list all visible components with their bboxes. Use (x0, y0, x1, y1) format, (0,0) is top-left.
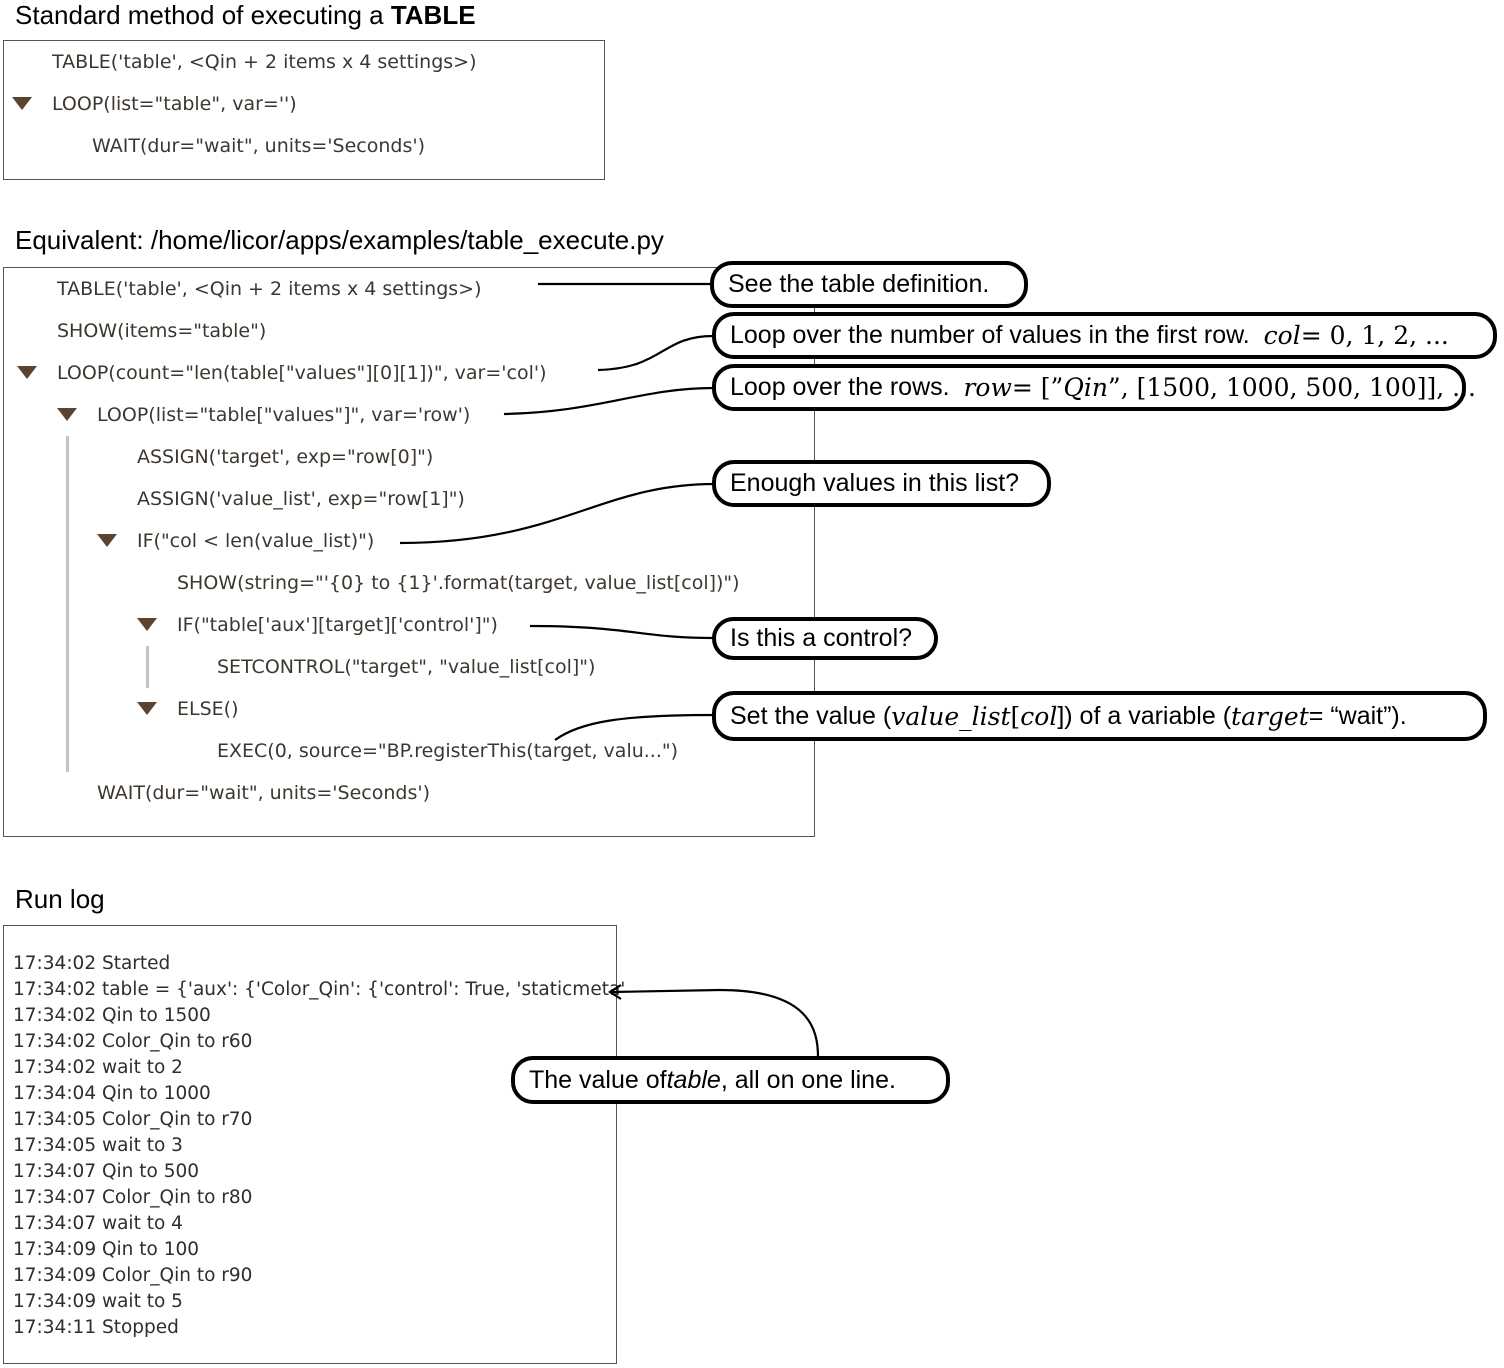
expand-triangle-icon[interactable] (57, 408, 77, 421)
program-line[interactable]: IF("table['aux'][target]['control']") (177, 614, 498, 636)
callout-italic: table (666, 1065, 721, 1094)
callout-text: Set the value ( (730, 701, 892, 730)
math-var: col (1263, 321, 1301, 350)
program-line[interactable]: SETCONTROL("target", "value_list[col]") (217, 656, 596, 678)
math-var: row (963, 373, 1012, 402)
program-line[interactable]: ELSE() (177, 698, 239, 720)
math-var: value_list (891, 701, 1011, 731)
program-line[interactable]: TABLE('table', <Qin + 2 items x 4 settin… (57, 278, 482, 300)
callout-text: ]) of a variable ( (1057, 701, 1232, 730)
log-line: 17:34:09 Qin to 100 (13, 1239, 200, 1260)
math-expr: ”, [1500, 1000, 500, 100]], ... (1107, 373, 1476, 402)
if-guide-line (146, 646, 149, 688)
math-expr: = 0, 1, 2, ... (1300, 321, 1449, 350)
expand-triangle-icon[interactable] (17, 366, 37, 379)
callout-text: = “wait”). (1308, 701, 1407, 730)
callout-table-value: The value of table, all on one line. (511, 1056, 950, 1104)
program-line[interactable]: WAIT(dur="wait", units='Seconds') (97, 782, 430, 804)
callout-set-value: Set the value (value_list[col]) of a var… (712, 691, 1487, 741)
callout-loop-count: Loop over the number of values in the fi… (712, 312, 1497, 359)
callout-table-definition: See the table definition. (710, 261, 1028, 308)
log-line: 17:34:02 table = {'aux': {'Color_Qin': {… (13, 979, 626, 1000)
program-line[interactable]: LOOP(list="table", var='') (52, 93, 297, 115)
connector-runlog (611, 988, 820, 1058)
expand-triangle-icon[interactable] (137, 618, 157, 631)
callout-is-control: Is this a control? (712, 617, 938, 660)
section1-heading: Standard method of executing a TABLE (15, 0, 476, 31)
math-var: col (1020, 701, 1058, 731)
log-line: 17:34:07 Color_Qin to r80 (13, 1187, 253, 1208)
callout-text: Loop over the rows. (730, 373, 950, 401)
callout-text: Loop over the number of values in the fi… (730, 321, 1250, 349)
log-line: 17:34:07 Qin to 500 (13, 1161, 200, 1182)
callout-loop-rows: Loop over the rows. row = [”Qin”, [1500,… (712, 364, 1476, 411)
callout-text: Is this a control? (730, 624, 913, 652)
program-line[interactable]: LOOP(list="table["values"]", var='row') (97, 404, 471, 426)
math-expr: [ (1010, 701, 1021, 731)
expand-triangle-icon[interactable] (97, 534, 117, 547)
log-line: 17:34:02 Color_Qin to r60 (13, 1031, 253, 1052)
log-line: 17:34:09 Color_Qin to r90 (13, 1265, 253, 1286)
runlog-panel (3, 925, 617, 1364)
callout-text: Enough values in this list? (730, 469, 1020, 497)
program-line[interactable]: IF("col < len(value_list)") (137, 530, 375, 552)
expand-triangle-icon[interactable] (137, 702, 157, 715)
program-line[interactable]: SHOW(items="table") (57, 320, 267, 342)
section2-heading: Equivalent: /home/licor/apps/examples/ta… (15, 225, 664, 255)
program-line[interactable]: ASSIGN('target', exp="row[0]") (137, 446, 434, 468)
log-line: 17:34:02 wait to 2 (13, 1057, 183, 1078)
log-line: 17:34:07 wait to 4 (13, 1213, 183, 1234)
callout-text: See the table definition. (728, 270, 990, 298)
program-line[interactable]: LOOP(count="len(table["values"][0][1])",… (57, 362, 547, 384)
standard-program-panel (3, 40, 605, 180)
log-line: 17:34:05 wait to 3 (13, 1135, 183, 1156)
program-line[interactable]: EXEC(0, source="BP.registerThis(target, … (217, 740, 679, 762)
log-line: 17:34:05 Color_Qin to r70 (13, 1109, 253, 1130)
program-line[interactable]: TABLE('table', <Qin + 2 items x 4 settin… (52, 51, 477, 73)
callout-text: , all on one line. (720, 1065, 896, 1094)
math-var: target (1231, 701, 1309, 731)
expand-triangle-icon[interactable] (12, 97, 32, 110)
log-line: 17:34:02 Started (13, 953, 171, 974)
math-expr: = [” (1011, 373, 1064, 402)
log-line: 17:34:09 wait to 5 (13, 1291, 183, 1312)
log-line: 17:34:02 Qin to 1500 (13, 1005, 211, 1026)
callout-enough-values: Enough values in this list? (712, 460, 1051, 507)
math-var: Qin (1063, 373, 1108, 402)
log-line: 17:34:04 Qin to 1000 (13, 1083, 211, 1104)
log-line: 17:34:11 Stopped (13, 1317, 179, 1338)
program-line[interactable]: SHOW(string="'{0} to {1}'.format(target,… (177, 572, 740, 594)
runlog-heading: Run log (15, 884, 105, 914)
section1-heading-text: Standard method of executing a (15, 0, 384, 30)
section1-heading-bold: TABLE (390, 0, 476, 30)
program-line[interactable]: ASSIGN('value_list', exp="row[1]") (137, 488, 465, 510)
loop-guide-line (66, 436, 69, 772)
program-line[interactable]: WAIT(dur="wait", units='Seconds') (92, 135, 425, 157)
callout-text: The value of (529, 1065, 667, 1094)
